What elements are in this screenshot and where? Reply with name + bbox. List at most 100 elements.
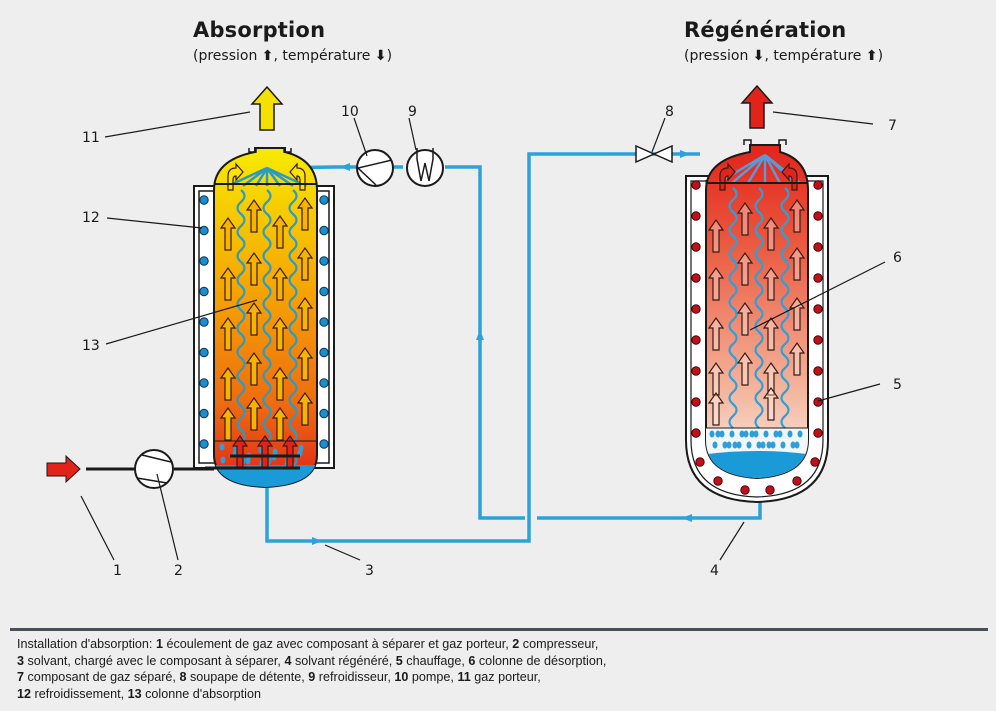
label-6: 6 — [893, 250, 902, 266]
droplet-icon — [722, 441, 728, 449]
pipe-loaded-solvent — [265, 152, 700, 543]
droplet-icon — [709, 430, 715, 438]
droplet-icon — [773, 430, 779, 438]
subtitle-suffix: ) — [877, 48, 884, 64]
label-13: 13 — [82, 338, 100, 354]
coolant-dot-icon — [199, 317, 209, 327]
feed-gas-arrow-icon — [46, 454, 81, 484]
coolant-dot-icon — [199, 256, 209, 266]
caption-text: solvant régénéré, — [291, 653, 396, 668]
droplet-icon — [790, 441, 796, 449]
gas-flow-arrow-icon — [271, 214, 289, 249]
droplet-icon — [763, 430, 769, 438]
coolant-dot-icon — [319, 378, 329, 388]
droplet-icon — [794, 441, 800, 449]
heater-dot-icon — [813, 211, 823, 221]
coolant-dot-icon — [319, 286, 329, 297]
heater-dot-icon — [691, 428, 701, 438]
droplet-icon — [712, 441, 718, 449]
heater-dot-icon — [813, 335, 823, 345]
gas-flow-arrow-icon — [271, 266, 289, 301]
coolant-dot-icon — [199, 347, 209, 358]
pressure-up-arrow-icon: ⬆ — [261, 48, 274, 64]
caption-text: écoulement de gaz avec composant à sépar… — [162, 637, 513, 651]
temperature-down-arrow-icon: ⬇ — [374, 48, 387, 64]
heater-dot-icon — [713, 476, 723, 486]
droplet-icon — [770, 441, 776, 449]
gas-flow-arrow-icon — [707, 391, 725, 426]
gas-flow-arrow-icon — [762, 216, 780, 251]
gas-flow-arrow-icon — [296, 346, 314, 381]
liquid-film-wave — [754, 187, 764, 429]
caption-num: 3 — [17, 653, 25, 668]
heater-dot-icon — [813, 242, 823, 252]
caption-text: soupape de détente, — [186, 670, 309, 684]
droplet-icon — [756, 441, 762, 449]
droplet-icon — [272, 448, 278, 456]
figure-caption: Installation d'absorption: 1 écoulement … — [17, 636, 977, 702]
coolant-dot-icon — [319, 256, 329, 266]
caption-num: 8 — [179, 670, 187, 684]
gas-flow-arrow-icon — [219, 266, 237, 301]
heater-dot-icon — [765, 485, 775, 495]
label-12: 12 — [82, 210, 100, 226]
droplet-icon — [736, 441, 742, 449]
gas-flow-arrow-icon — [707, 361, 725, 396]
carrier-gas-outlet-arrow-icon — [250, 85, 284, 131]
regeneration-title: Régénération — [684, 18, 847, 42]
pipe-regenerated-solvent-b — [445, 165, 525, 520]
flow-arrow-icon — [312, 537, 322, 545]
droplet-icon — [729, 430, 735, 438]
coolant-dot-icon — [319, 195, 329, 205]
liquid-film-wave — [262, 189, 272, 467]
temperature-up-arrow-icon: ⬆ — [865, 48, 878, 64]
caption-text: solvant, chargé avec le composant à sépa… — [24, 653, 285, 668]
absorption-column — [193, 147, 335, 489]
caption-divider — [10, 628, 988, 631]
feed-gas-inlet — [46, 449, 214, 489]
gas-flow-arrow-icon — [788, 341, 806, 376]
liquid-film-wave — [728, 187, 738, 429]
gas-flow-arrow-icon — [245, 301, 263, 336]
gas-flow-arrow-icon — [736, 351, 754, 386]
label-2: 2 — [174, 563, 183, 579]
caption-num: 2 — [512, 637, 520, 651]
coolant-dot-icon — [199, 195, 209, 205]
heater-dot-icon — [740, 485, 750, 495]
heater-dot-icon — [813, 428, 823, 438]
liquid-film-wave — [288, 189, 298, 467]
subtitle-prefix: (pression — [193, 48, 262, 64]
absorption-plant-diagram: 1 2 3 4 5 6 7 8 9 10 11 12 13 — [46, 84, 902, 579]
caption-num: 6 — [468, 653, 476, 668]
droplet-icon — [743, 430, 749, 438]
coolant-dot-icon — [319, 439, 329, 449]
gas-flow-arrow-icon — [271, 316, 289, 351]
gas-flow-arrow-icon — [245, 198, 263, 233]
label-4: 4 — [710, 563, 719, 579]
desorption-column — [685, 139, 829, 504]
gas-flow-arrow-icon — [707, 266, 725, 301]
droplet-icon — [719, 430, 725, 438]
coolant-dot-icon — [319, 347, 329, 358]
flow-arrow-icon — [476, 330, 484, 340]
gas-flow-arrow-icon — [762, 316, 780, 351]
spray-line — [717, 153, 766, 185]
droplet-icon — [726, 441, 732, 449]
droplet-icon — [749, 430, 755, 438]
heater-dot-icon — [813, 366, 823, 376]
gas-flow-arrow-icon — [762, 266, 780, 301]
part-numbers: 1 2 3 4 5 6 7 8 9 10 11 12 13 — [82, 104, 902, 579]
heater-dot-icon — [813, 180, 823, 190]
heater-dot-icon — [691, 242, 701, 252]
gas-flow-arrow-icon — [788, 246, 806, 281]
caption-num: 1 — [155, 637, 163, 651]
coolant-dot-icon — [319, 317, 329, 327]
label-5: 5 — [893, 377, 902, 393]
label-11: 11 — [82, 130, 100, 146]
pump-icon — [356, 149, 394, 187]
droplet-icon — [739, 430, 745, 438]
droplet-icon — [780, 441, 786, 449]
pressure-down-arrow-icon: ⬇ — [752, 48, 765, 64]
gas-flow-arrow-icon — [788, 198, 806, 233]
caption-text: refroidisseur, — [315, 670, 395, 684]
